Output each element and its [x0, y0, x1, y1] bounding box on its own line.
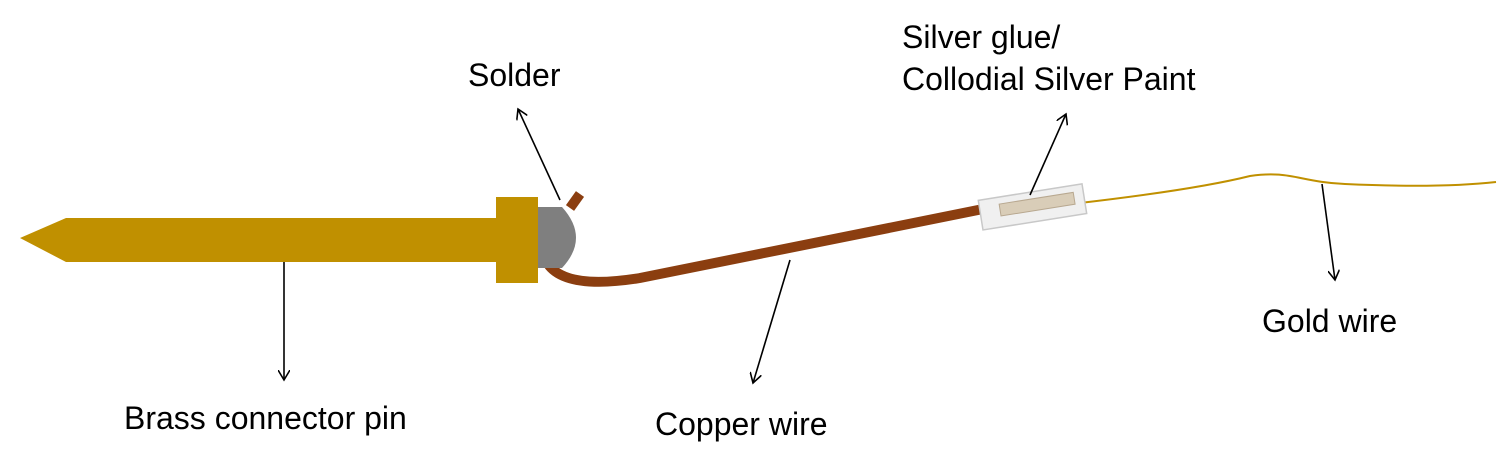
gold-wire-label: Gold wire [1262, 303, 1398, 339]
copper-wire-label: Copper wire [655, 406, 828, 442]
silver-glue-label-line2: Collodial Silver Paint [902, 61, 1196, 97]
silver-glue-inner [998, 191, 1076, 217]
brass-connector-pin [20, 197, 538, 283]
solder-blob [538, 207, 576, 268]
gold-wire [1079, 173, 1497, 204]
silver-glue-joint [977, 183, 1088, 231]
copper-wire [543, 203, 989, 287]
copper-wire-arrow [753, 259, 791, 383]
brass-pin-collar [496, 197, 538, 283]
silver-glue-arrow [1029, 114, 1066, 196]
brass-pin-shaft [20, 218, 497, 262]
solder-arrow [518, 109, 561, 201]
gold-wire-arrow [1321, 183, 1335, 280]
silver-glue-label-line1: Silver glue/ [902, 19, 1061, 55]
brass-pin-label: Brass connector pin [124, 400, 407, 436]
copper-wire-stub [565, 191, 585, 211]
solder-label: Solder [468, 57, 561, 93]
